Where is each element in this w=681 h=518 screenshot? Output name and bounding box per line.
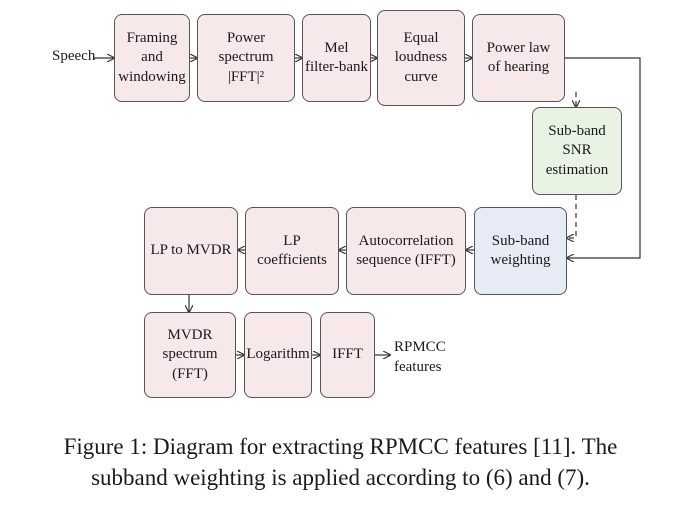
ifft-box: IFFT: [320, 312, 375, 398]
rpmcc-output-label: RPMCC features: [394, 339, 446, 375]
arrow-snr-to-weighting: [567, 195, 577, 238]
framing-windowing-box: Framing and windowing: [114, 14, 190, 102]
flow-arrows: [93, 0, 641, 430]
mel-filter-bank-box: Mel filter-bank: [302, 14, 371, 102]
figure-caption: Figure 1: Diagram for extracting RPMCC f…: [63, 434, 618, 490]
power-law-box: Power law of hearing: [472, 14, 565, 102]
logarithm-box: Logarithm: [244, 312, 312, 398]
power-spectrum-box: Power spectrum |FFT|²: [197, 14, 295, 102]
lp-to-mvdr-box: LP to MVDR: [144, 207, 238, 295]
subband-weighting-box: Sub-band weighting: [474, 207, 567, 295]
arrow-powerlaw-to-weighting: [565, 57, 641, 258]
snr-estimation-box: Sub-band SNR estimation: [532, 107, 622, 195]
equal-loudness-box: Equal loudness curve: [377, 10, 465, 106]
mvdr-spectrum-box: MVDR spectrum (FFT): [144, 312, 236, 398]
lp-coefficients-box: LP coefficients: [245, 207, 339, 295]
autocorrelation-box: Autocorrelation sequence (IFFT): [346, 207, 466, 295]
speech-input-label: Speech: [52, 48, 96, 64]
